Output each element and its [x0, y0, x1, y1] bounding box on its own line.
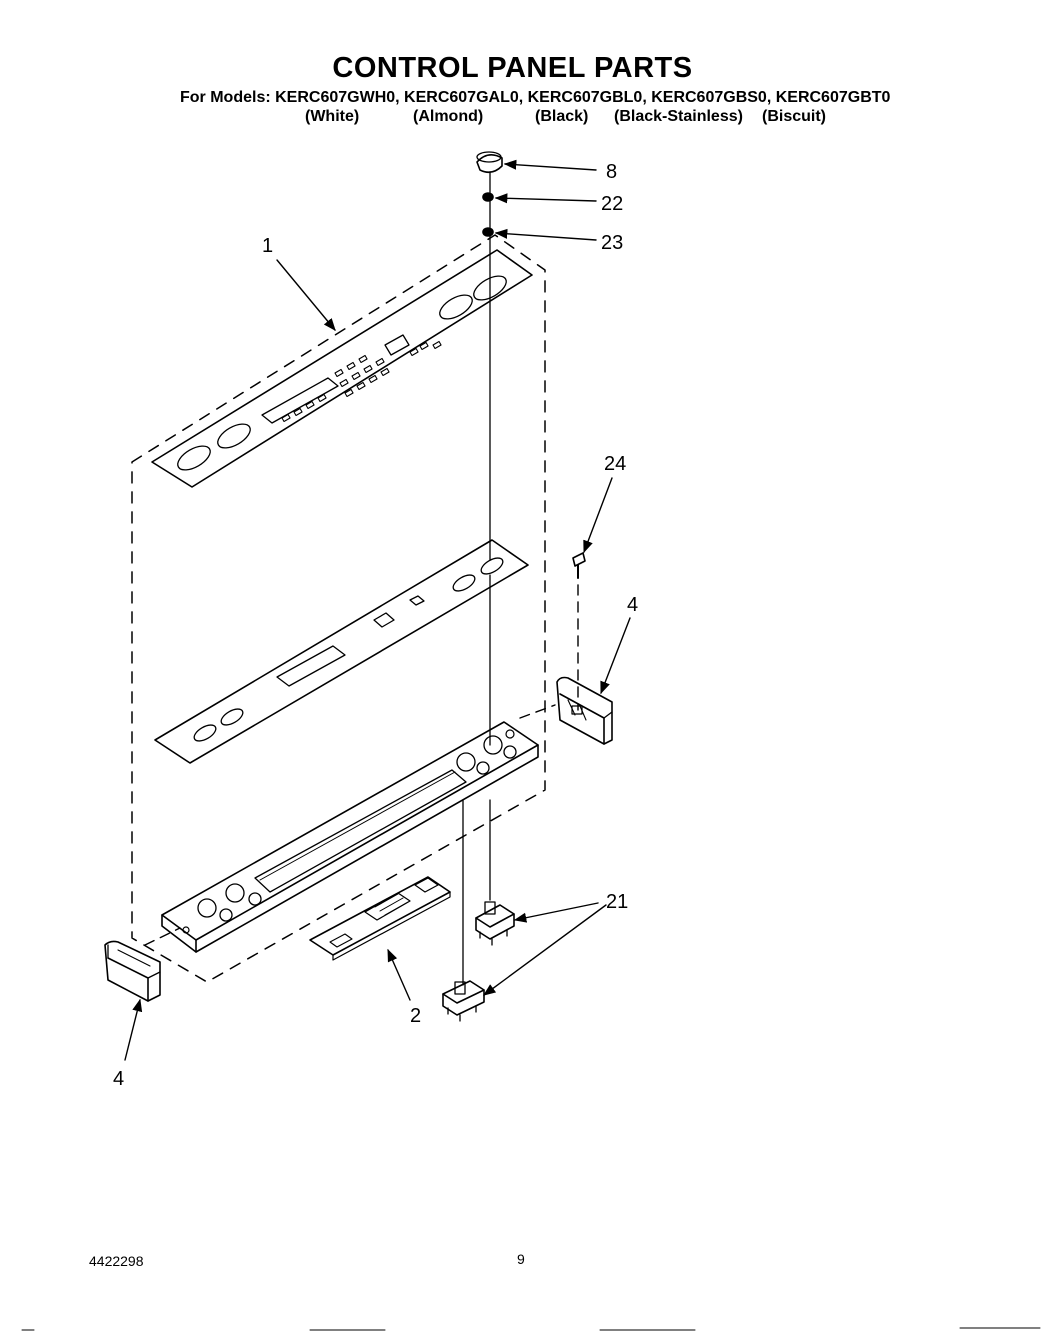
callout-2: 2	[410, 1005, 421, 1027]
callout-22: 22	[601, 193, 623, 215]
page-title: CONTROL PANEL PARTS	[332, 52, 693, 84]
control-board-part-2	[309, 876, 451, 961]
control-housing	[161, 721, 539, 953]
callout-4-left: 4	[113, 1068, 124, 1090]
leader-arrows	[124, 159, 631, 1061]
washer-part-23	[482, 227, 494, 237]
page-number: 9	[517, 1251, 525, 1267]
backing-panel	[154, 539, 529, 764]
document-number: 4422298	[89, 1253, 144, 1269]
knob-part-8	[476, 151, 503, 174]
end-cap-part-4-right	[556, 676, 613, 745]
color-biscuit: (Biscuit)	[762, 108, 826, 125]
washer-part-22	[482, 192, 494, 202]
color-black-stainless: (Black-Stainless)	[614, 108, 743, 125]
callout-24: 24	[604, 453, 626, 475]
color-black: (Black)	[535, 108, 589, 125]
switch-part-21-lower	[442, 980, 485, 1022]
callout-21: 21	[606, 891, 628, 913]
models-line: For Models: KERC607GWH0, KERC607GAL0, KE…	[180, 89, 891, 106]
screw-part-24	[572, 552, 586, 579]
callout-23: 23	[601, 232, 623, 254]
color-almond: (Almond)	[413, 108, 484, 125]
callout-4-right: 4	[627, 594, 638, 616]
callout-1: 1	[262, 235, 273, 257]
overlay-panel-part-1	[151, 249, 533, 488]
callout-8: 8	[606, 161, 617, 183]
scan-marks	[21, 1327, 1041, 1331]
color-white: (White)	[305, 108, 360, 125]
end-cap-part-4-left	[104, 940, 161, 1002]
switch-part-21-upper	[475, 901, 515, 946]
assembly-lines	[144, 584, 579, 946]
shaft-centerline	[462, 171, 491, 986]
